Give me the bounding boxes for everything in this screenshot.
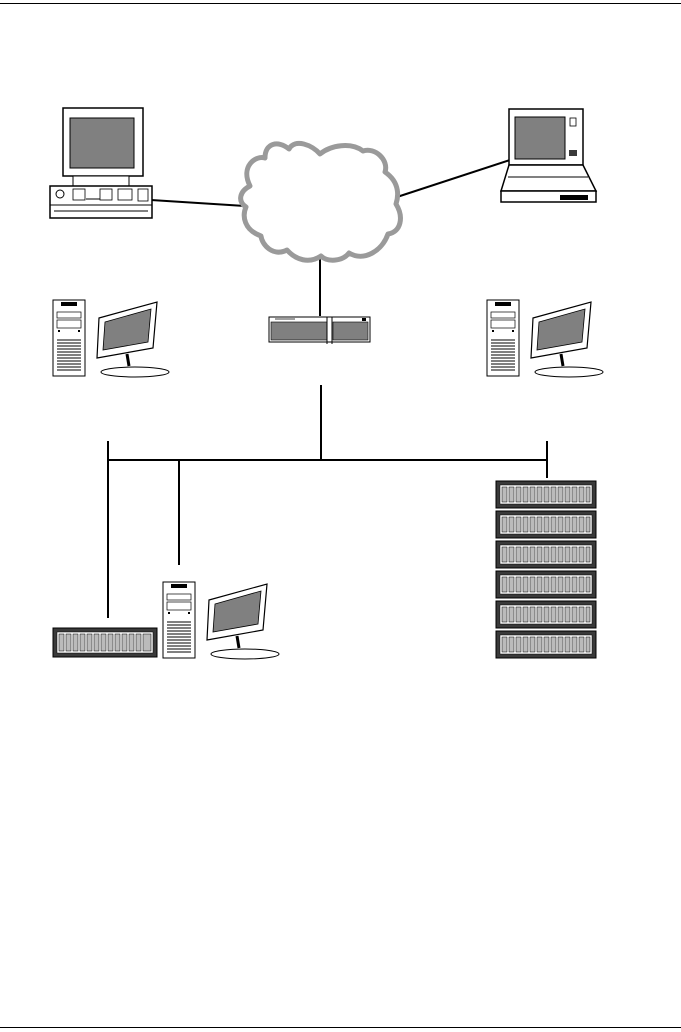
storage-shelf bbox=[496, 541, 596, 568]
tower-workstation-icon bbox=[53, 300, 169, 377]
link-laptop-cloud bbox=[397, 160, 510, 197]
storage-shelf bbox=[496, 511, 596, 538]
storage-shelf bbox=[496, 481, 596, 508]
cloud-icon bbox=[241, 143, 401, 260]
tower-workstation-icon bbox=[487, 300, 603, 377]
desktop-computer-icon bbox=[50, 108, 152, 218]
storage-rack-icon bbox=[496, 481, 596, 658]
link-desktop-cloud bbox=[151, 200, 245, 206]
router-icon bbox=[269, 317, 370, 344]
tower-workstation-icon bbox=[163, 582, 279, 659]
laptop-icon bbox=[501, 109, 596, 202]
storage-shelf bbox=[496, 601, 596, 628]
disk-enclosure-icon bbox=[53, 628, 157, 657]
storage-shelf bbox=[496, 631, 596, 658]
storage-shelf bbox=[496, 571, 596, 598]
